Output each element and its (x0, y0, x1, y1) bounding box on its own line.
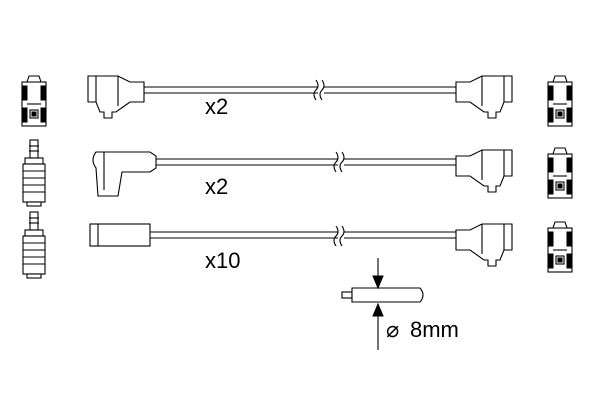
cable-icon (144, 86, 318, 94)
lead-row-3: x10 (22, 211, 573, 279)
plug-pin-terminal-icon (22, 139, 46, 207)
quantity-label: x2 (205, 94, 228, 119)
lead-row-2: x2 (22, 139, 573, 207)
cable-icon (150, 231, 338, 239)
diameter-symbol: ⌀ (386, 317, 399, 342)
break-mark-icon (313, 79, 325, 101)
break-mark-icon (333, 151, 345, 173)
quantity-label: x2 (205, 174, 228, 199)
coil-cap-terminal-icon (547, 75, 573, 127)
right-angled-boot-icon (455, 149, 513, 193)
cable-icon (344, 231, 460, 239)
quantity-label: x10 (205, 248, 240, 273)
cable-icon (344, 158, 460, 166)
left-angled-boot-icon (87, 75, 145, 119)
cable-icon (156, 158, 338, 166)
plug-pin-terminal-icon (22, 211, 46, 279)
right-angled-boot-icon (455, 223, 513, 267)
left-angled-plug-boot-icon (92, 151, 157, 197)
straight-boot-icon (89, 223, 151, 247)
cable-core-icon (341, 291, 353, 299)
coil-cap-terminal-icon (547, 221, 573, 273)
cable-icon (324, 86, 460, 94)
break-mark-icon (333, 225, 345, 247)
cable-section-icon (351, 287, 424, 303)
lead-row-1: x2 (21, 75, 573, 127)
coil-cap-terminal-icon (21, 75, 47, 127)
coil-cap-terminal-icon (547, 147, 573, 199)
right-angled-boot-icon (455, 75, 513, 119)
cable-diameter-detail: ⌀ 8mm (341, 258, 459, 350)
diameter-value: 8mm (410, 317, 459, 342)
